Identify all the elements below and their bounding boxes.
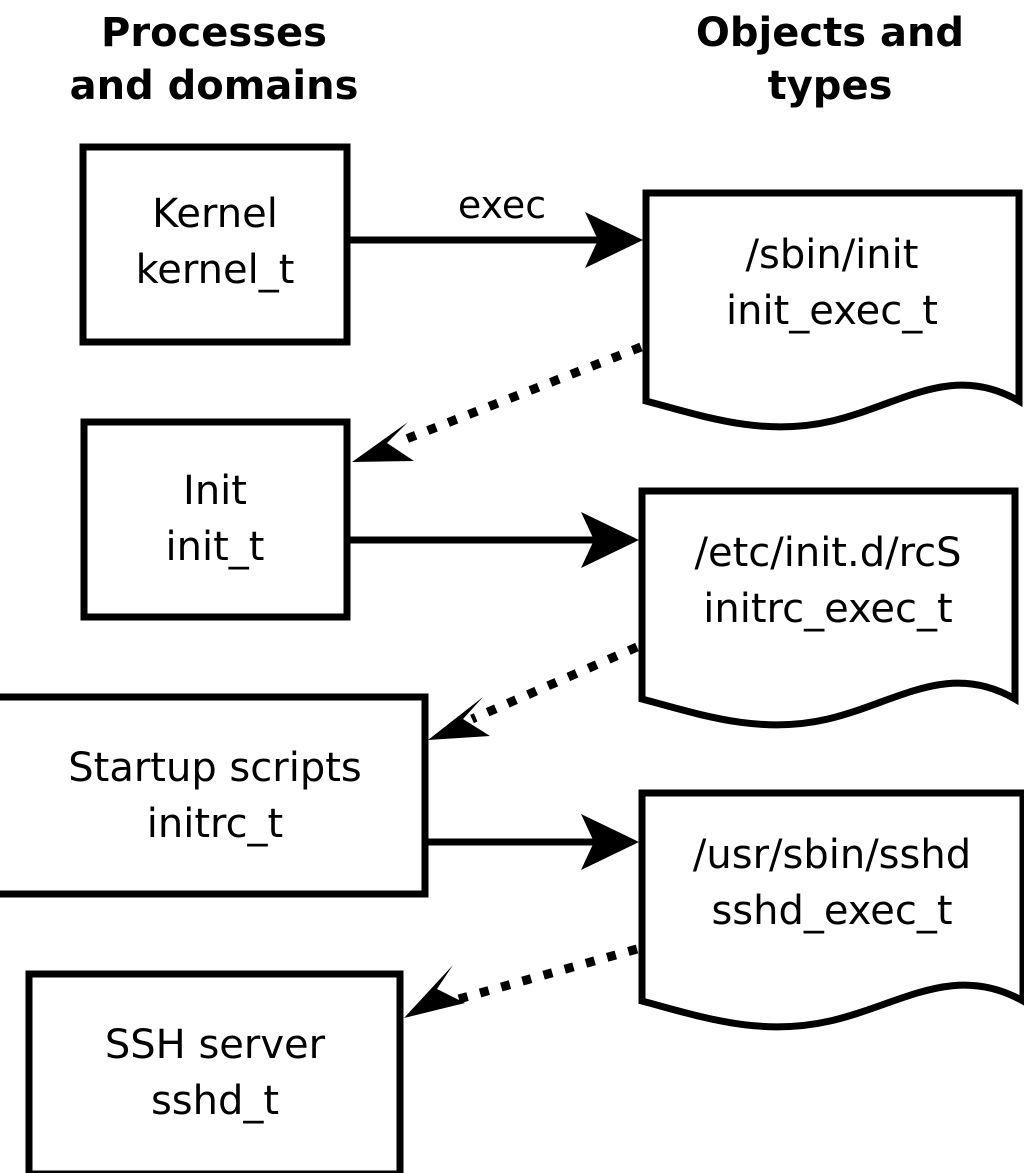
arrowhead-icon [404,965,465,1018]
right-column-heading-line2: types [768,63,893,109]
node-label-line1: /etc/init.d/rcS [694,530,961,576]
node-label-line2: sshd_t [151,1078,279,1124]
node-box [80,418,351,621]
arrowhead-icon [581,814,639,870]
node-label-line2: init_exec_t [726,288,938,334]
edge-label-exec: exec [458,183,546,227]
edge-line [446,944,639,1007]
arrowhead-icon [581,512,639,568]
node-label-line1: /sbin/init [746,232,919,278]
edge-init-exec-initrc-exec [350,512,639,568]
process-node-kernel[interactable]: Kernel kernel_t [79,143,351,346]
edge-kernel-exec-init-exec: exec [350,183,643,268]
object-node-initrc-exec[interactable]: /etc/init.d/rcS initrc_exec_t [638,487,1019,729]
left-column-heading-line2: and domains [70,63,359,109]
process-node-sshd[interactable]: SSH server sshd_t [25,970,404,1173]
edge-initrc-exec-transition-initrc [428,642,639,740]
node-label-line1: Kernel [152,191,278,237]
left-column-heading-line1: Processes [101,10,327,56]
edge-sshd-exec-transition-sshd [404,944,639,1018]
arrowhead-icon [352,422,414,462]
right-column-heading-line1: Objects and [696,10,964,56]
arrowhead-icon [428,697,490,740]
arrowhead-icon [585,212,643,268]
edge-line [470,642,639,724]
edge-init-exec-transition-init [352,342,643,462]
node-label-line1: /usr/sbin/sshd [693,832,971,878]
node-box [25,970,404,1173]
node-label-line1: Init [183,468,247,514]
node-label-line2: initrc_exec_t [703,586,952,632]
edge-initrc-exec-sshd-exec [428,814,639,870]
document-shape [642,189,1023,431]
node-label-line2: initrc_t [147,801,284,847]
node-box [79,143,351,346]
node-label-line2: init_t [166,524,265,570]
node-label-line1: SSH server [105,1022,326,1068]
edge-line [394,342,643,448]
node-box [0,693,429,898]
node-label-line2: sshd_exec_t [711,888,952,934]
object-node-init-exec[interactable]: /sbin/init init_exec_t [642,189,1023,431]
object-node-sshd-exec[interactable]: /usr/sbin/sshd sshd_exec_t [638,789,1024,1031]
process-node-initrc[interactable]: Startup scripts initrc_t [0,693,429,898]
node-label-line2: kernel_t [136,247,295,293]
node-label-line1: Startup scripts [68,745,361,791]
process-node-init[interactable]: Init init_t [80,418,351,621]
document-shape [638,487,1019,729]
document-shape [638,789,1024,1031]
